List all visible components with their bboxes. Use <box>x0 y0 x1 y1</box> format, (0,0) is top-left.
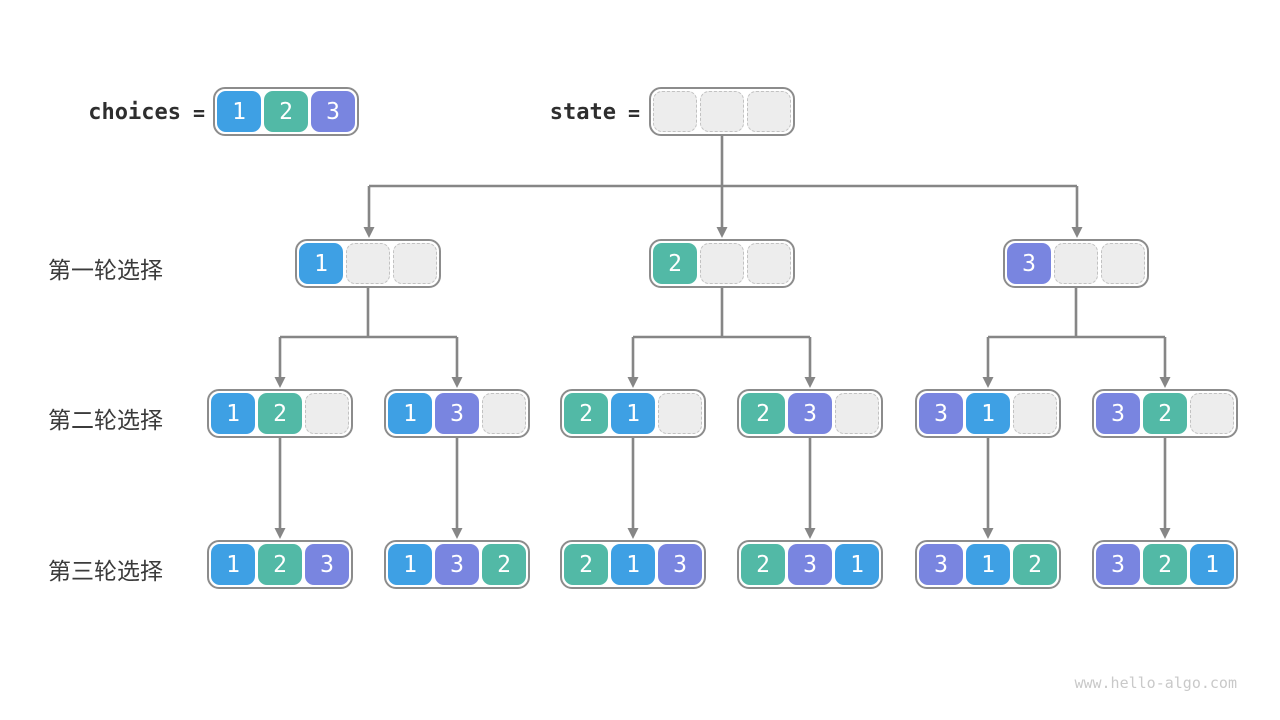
choice-cell-3: 3 <box>305 544 349 585</box>
round-2-label: 第二轮选择 <box>48 407 163 433</box>
empty-cell <box>658 393 702 434</box>
empty-cell <box>393 243 437 284</box>
empty-cell <box>1054 243 1098 284</box>
choice-cell-2: 2 <box>1013 544 1057 585</box>
choice-cell-1: 1 <box>388 544 432 585</box>
state-node-r1-3: 3 <box>1003 239 1149 288</box>
choice-cell-2: 2 <box>653 243 697 284</box>
empty-cell <box>1101 243 1145 284</box>
choice-cell-2: 2 <box>741 393 785 434</box>
choice-cell-1: 1 <box>966 544 1010 585</box>
empty-cell <box>747 91 791 132</box>
choice-cell-3: 3 <box>788 544 832 585</box>
round-1-label: 第一轮选择 <box>48 257 163 283</box>
choice-cell-3: 3 <box>1096 393 1140 434</box>
state-node-r1-2: 2 <box>649 239 795 288</box>
choice-cell-2: 2 <box>564 544 608 585</box>
empty-cell <box>346 243 390 284</box>
empty-cell <box>747 243 791 284</box>
choice-cell-2: 2 <box>482 544 526 585</box>
state-label-group: state = <box>480 88 640 137</box>
choice-cell-2: 2 <box>264 91 308 132</box>
round-3-label: 第三轮选择 <box>48 558 163 584</box>
choice-cell-1: 1 <box>611 544 655 585</box>
choice-cell-1: 1 <box>611 393 655 434</box>
connector-lines <box>278 136 1167 529</box>
empty-cell <box>1013 393 1057 434</box>
choice-cell-1: 1 <box>211 393 255 434</box>
choice-cell-2: 2 <box>741 544 785 585</box>
choice-cell-3: 3 <box>919 393 963 434</box>
empty-cell <box>700 243 744 284</box>
choice-cell-3: 3 <box>435 544 479 585</box>
choice-cell-3: 3 <box>919 544 963 585</box>
state-node-r1-1: 1 <box>295 239 441 288</box>
watermark: www.hello-algo.com <box>1074 674 1237 692</box>
choices-label-group: choices = <box>50 88 205 137</box>
choice-cell-2: 2 <box>1143 393 1187 434</box>
empty-cell <box>482 393 526 434</box>
choice-cell-1: 1 <box>211 544 255 585</box>
choice-cell-3: 3 <box>788 393 832 434</box>
choice-cell-3: 3 <box>1007 243 1051 284</box>
choice-cell-3: 3 <box>658 544 702 585</box>
choice-cell-3: 3 <box>435 393 479 434</box>
arrowheads <box>274 227 1171 539</box>
state-label: state <box>549 100 616 125</box>
state-array-node <box>649 87 795 136</box>
choice-cell-1: 1 <box>388 393 432 434</box>
choices-equals-sign: = <box>192 100 205 125</box>
choice-cell-1: 1 <box>299 243 343 284</box>
choice-cell-1: 1 <box>966 393 1010 434</box>
choice-cell-2: 2 <box>258 393 302 434</box>
choice-cell-2: 2 <box>258 544 302 585</box>
state-equals-sign: = <box>627 100 640 125</box>
empty-cell <box>835 393 879 434</box>
choice-cell-1: 1 <box>835 544 879 585</box>
choice-cell-1: 1 <box>217 91 261 132</box>
choice-cell-3: 3 <box>311 91 355 132</box>
choice-cell-2: 2 <box>564 393 608 434</box>
choice-cell-1: 1 <box>1190 544 1234 585</box>
empty-cell <box>653 91 697 132</box>
empty-cell <box>700 91 744 132</box>
choices-label: choices <box>88 100 181 125</box>
empty-cell <box>305 393 349 434</box>
empty-cell <box>1190 393 1234 434</box>
choice-cell-3: 3 <box>1096 544 1140 585</box>
choice-cell-2: 2 <box>1143 544 1187 585</box>
